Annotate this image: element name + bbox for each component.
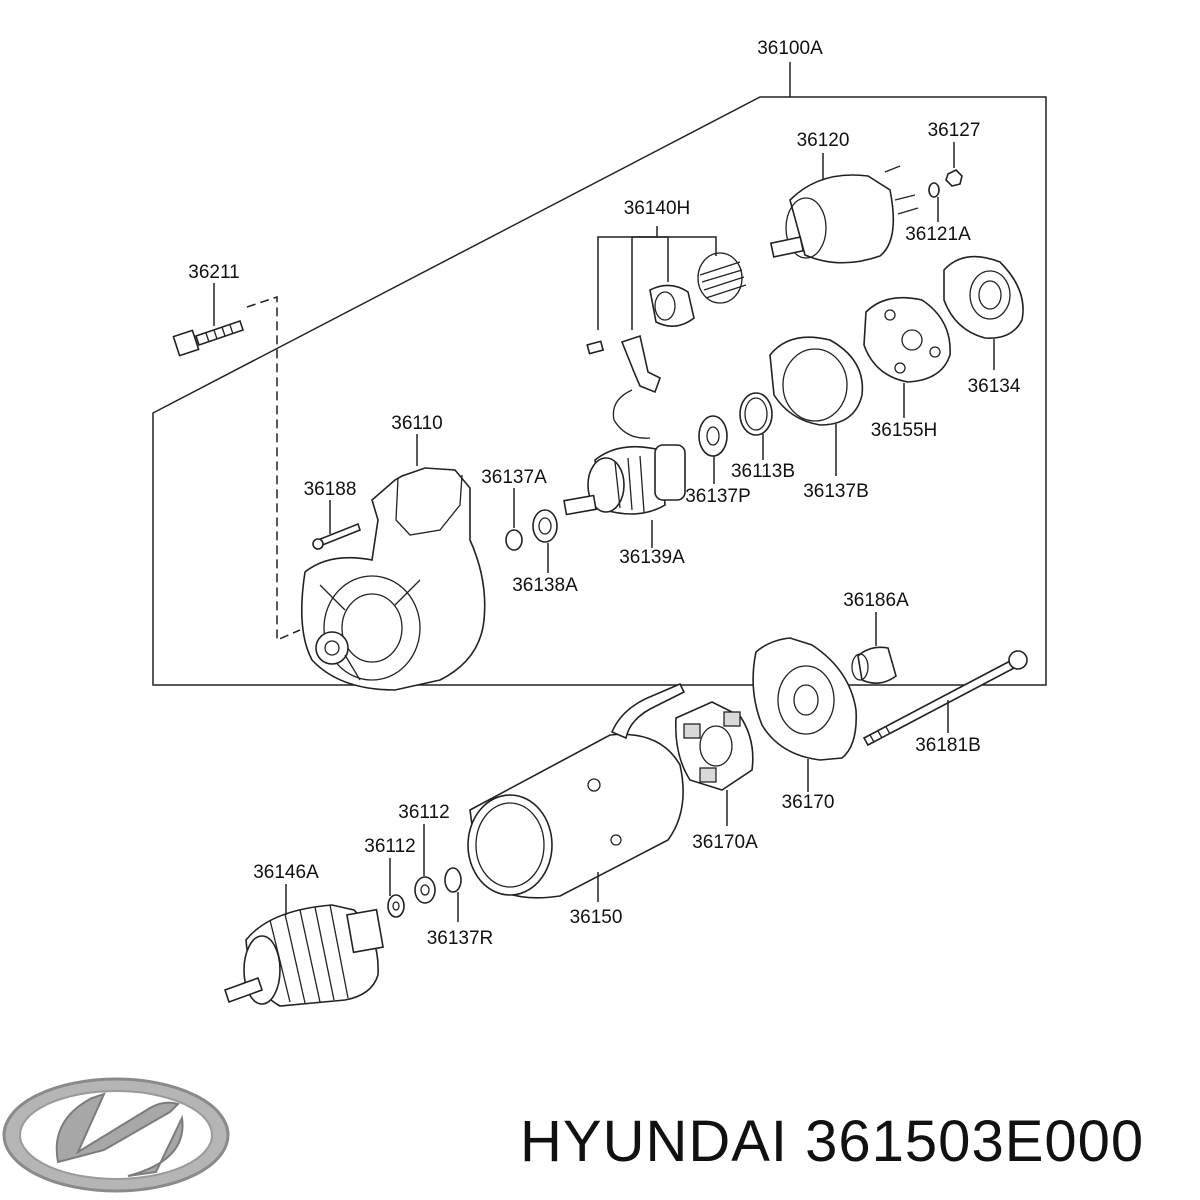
label-36110: 36110 (391, 413, 442, 434)
hyundai-logo-icon (2, 1077, 230, 1193)
label-36181B: 36181B (915, 735, 981, 756)
label-36140H: 36140H (624, 198, 691, 219)
part-36112-washer-b (414, 876, 436, 904)
part-36186A-bushing (851, 646, 897, 684)
label-36120: 36120 (797, 130, 850, 151)
part-number: 361503E000 (805, 1109, 1145, 1174)
part-36140H-lever-set (586, 252, 747, 439)
part-36181B-through-bolt (862, 650, 1028, 747)
brand-name: HYUNDAI (520, 1109, 789, 1174)
part-36150-yoke (467, 682, 686, 899)
label-36113B: 36113B (731, 461, 795, 482)
part-36120-solenoid (769, 165, 919, 264)
label-36134: 36134 (968, 376, 1021, 397)
part-36211-bolt (172, 319, 245, 357)
part-36188-screw (312, 522, 361, 550)
label-36139A: 36139A (619, 547, 685, 568)
label-36211: 36211 (188, 262, 239, 283)
label-36170A: 36170A (692, 832, 758, 853)
part-36137R-ring (444, 867, 462, 893)
label-36146A: 36146A (253, 862, 319, 883)
label-36188: 36188 (304, 479, 357, 500)
part-36113B-ring (739, 392, 773, 436)
label-36112-lower: 36112 (364, 836, 415, 857)
label-36137B: 36137B (803, 481, 869, 502)
label-36112-upper: 36112 (398, 802, 449, 823)
label-36150: 36150 (570, 907, 623, 928)
part-36137B-internal-gear (769, 336, 864, 426)
label-36121A: 36121A (905, 224, 971, 245)
part-36146A-armature (223, 904, 384, 1007)
part-36134-cover (943, 255, 1024, 339)
brand-caption: HYUNDAI 361503E000 (520, 1108, 1144, 1175)
label-36170: 36170 (782, 792, 835, 813)
part-36170-end-frame (752, 637, 858, 761)
label-36127: 36127 (928, 120, 981, 141)
part-36155H-carrier-plate (863, 296, 951, 383)
label-36138A: 36138A (512, 575, 578, 596)
label-36137R: 36137R (427, 928, 494, 949)
assembly-frame (152, 96, 1047, 686)
label-36155H: 36155H (871, 420, 938, 441)
part-36138A-bushing (532, 509, 558, 543)
part-36110-drive-housing (301, 467, 486, 691)
part-36170A-brush-holder (674, 701, 754, 791)
part-36121A-washer (928, 182, 940, 198)
label-36137P: 36137P (685, 486, 751, 507)
part-36127-nut (945, 169, 963, 187)
part-36139A-pinion-clutch (563, 444, 686, 516)
part-36112-washer-a (387, 894, 405, 918)
label-36100A: 36100A (757, 38, 823, 59)
part-36137A-ring (505, 529, 523, 551)
label-36137A: 36137A (481, 467, 547, 488)
part-36137P-washer (698, 415, 728, 457)
label-36186A: 36186A (843, 590, 909, 611)
